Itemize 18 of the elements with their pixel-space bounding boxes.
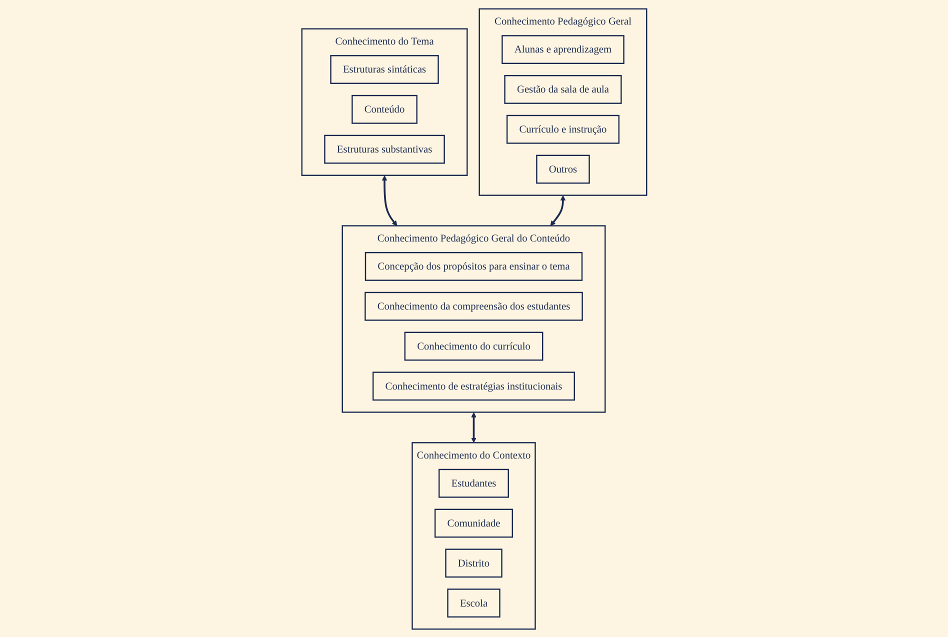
node-box: Estruturas sintáticas [330,54,439,84]
node-box: Distrito [444,548,502,578]
node-box: Estudantes [438,468,509,498]
node-box: Alunas e aprendizagem [501,34,624,64]
arrow [550,194,566,226]
node-box: Concepção dos propósitos para ensinar o tema [364,251,582,280]
arrow [382,174,398,226]
arrow [470,412,476,442]
node-box: Escola [446,588,500,618]
node-box: Conhecimento da compreensão dos estudantes [364,291,583,320]
node-box: Estruturas substantivas [324,134,445,164]
node-box: Conhecimento do currículo [404,331,543,360]
node-box: Conteúdo [351,94,418,124]
node-box: Outros [536,154,590,184]
node-box: Gestão da sala de aula [504,74,622,104]
node-box: Currículo e instrução [506,114,620,144]
node-box: Conhecimento de estratégias institucionais [372,371,575,400]
node-box: Comunidade [434,508,513,538]
